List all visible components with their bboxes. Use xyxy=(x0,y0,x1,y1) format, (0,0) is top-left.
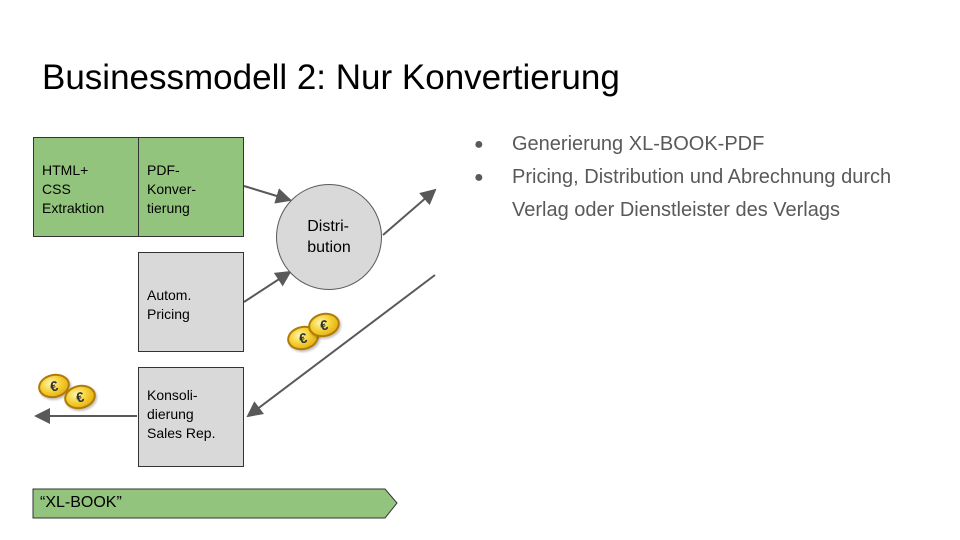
arrow-distribution-out xyxy=(382,188,437,236)
box-pricing-label: Autom. Pricing xyxy=(147,287,192,322)
bullet-text: Pricing, Distribution und Abrechnung dur… xyxy=(512,166,892,221)
slide-title: Businessmodell 2: Nur Konvertierung xyxy=(42,58,620,97)
distribution-circle: Distri- bution xyxy=(276,184,382,290)
bullet-list: ● Generierung XL-BOOK-PDF ● Pricing, Dis… xyxy=(474,128,934,227)
box-html-css-extraktion: HTML+ CSS Extraktion xyxy=(33,137,139,237)
box-konsolidierung-label: Konsoli- dierung Sales Rep. xyxy=(147,387,216,441)
xl-book-banner xyxy=(32,488,398,519)
arrow-revenue-in xyxy=(246,274,436,418)
box-konsolidierung: Konsoli- dierung Sales Rep. xyxy=(138,367,244,467)
arrow-pdf-to-distribution xyxy=(243,185,292,204)
bullet-item: ● Pricing, Distribution und Abrechnung d… xyxy=(474,161,934,227)
arrow-pricing-to-distribution xyxy=(243,270,292,303)
box-autom-pricing: Autom. Pricing xyxy=(138,252,244,352)
bullet-dot-icon: ● xyxy=(474,169,484,186)
bullet-text: Generierung XL-BOOK-PDF xyxy=(512,133,765,155)
box-pdf-konvertierung: PDF- Konver- tierung xyxy=(138,137,244,237)
bullet-dot-icon: ● xyxy=(474,136,484,153)
bullet-item: ● Generierung XL-BOOK-PDF xyxy=(474,128,934,161)
box-html-css-label: HTML+ CSS Extraktion xyxy=(42,162,105,216)
box-pdf-label: PDF- Konver- tierung xyxy=(147,162,197,216)
xl-book-banner-label: “XL-BOOK” xyxy=(40,494,122,511)
distribution-label: Distri- bution xyxy=(307,218,351,256)
